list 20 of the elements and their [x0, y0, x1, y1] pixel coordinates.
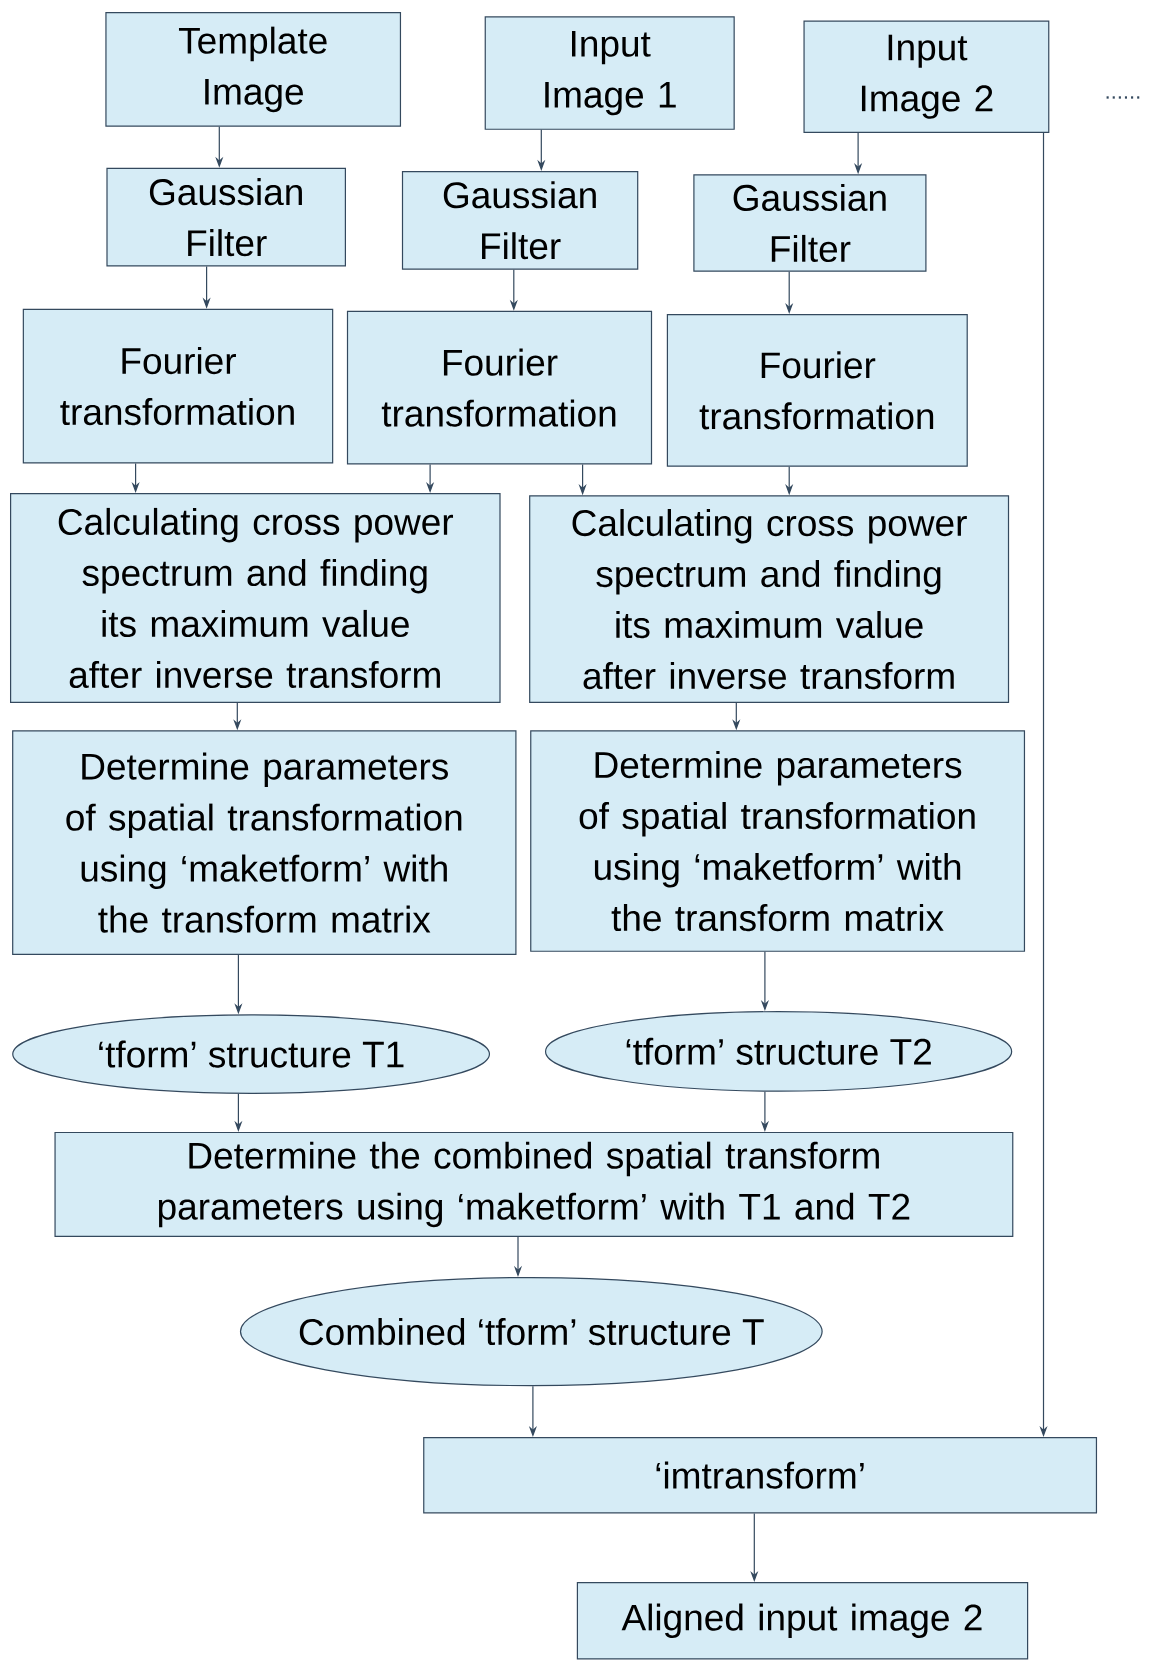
- process-box: Template Image: [105, 12, 402, 127]
- process-box: Aligned input image 2: [576, 1582, 1029, 1660]
- process-box: Determine the combined spatial transform parameters using ‘maketform’ with T1 and T2: [54, 1131, 1014, 1237]
- process-box: Gaussian Filter: [106, 167, 346, 267]
- process-box: Gaussian Filter: [401, 170, 639, 270]
- continuation-dots: ......: [1106, 96, 1140, 99]
- process-box: Fourier transformation: [22, 308, 334, 464]
- process-box: Gaussian Filter: [693, 174, 927, 272]
- ellipse-node: Combined ‘tform’ structure T: [239, 1276, 823, 1387]
- process-box: Determine parameters of spatial transformation using ‘maketform’ with the transform matrix: [530, 730, 1026, 952]
- process-box: Calculating cross power spectrum and finding its maximum value after inverse transform: [10, 493, 501, 703]
- process-box: Input Image 1: [484, 16, 735, 130]
- process-box: ‘imtransform’: [423, 1437, 1098, 1514]
- ellipse-node: ‘tform’ structure T1: [12, 1014, 491, 1094]
- process-box: Calculating cross power spectrum and finding its maximum value after inverse transform: [529, 495, 1010, 703]
- process-box: Determine parameters of spatial transformation using ‘maketform’ with the transform matrix: [12, 730, 517, 956]
- process-box: Input Image 2: [803, 20, 1050, 133]
- ellipse-node: ‘tform’ structure T2: [544, 1011, 1013, 1092]
- process-box: Fourier transformation: [666, 314, 968, 467]
- process-box: Fourier transformation: [346, 310, 653, 465]
